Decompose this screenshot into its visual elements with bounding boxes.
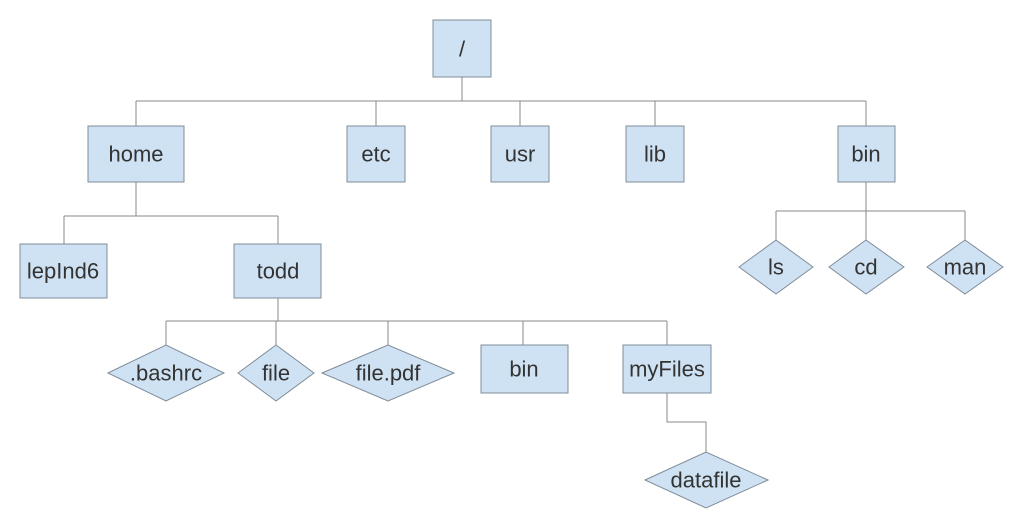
folder-bin-top-label: bin (851, 142, 880, 167)
folder-root[interactable]: / (432, 19, 492, 78)
file-man-label: man (944, 255, 987, 280)
folder-usr-label: usr (505, 142, 536, 167)
connector-myfiles (666, 393, 707, 452)
folder-lepind6-label: lepInd6 (27, 259, 99, 284)
connectors (63, 77, 966, 452)
folder-root-label: / (459, 37, 466, 62)
file-cd[interactable]: cd (828, 239, 905, 295)
folder-home-label: home (108, 142, 163, 167)
file-ls[interactable]: ls (738, 239, 814, 295)
file-filepdf-label: file.pdf (356, 361, 422, 386)
connector-bin (775, 182, 966, 240)
file-filepdf[interactable]: file.pdf (320, 344, 456, 402)
connector-root (135, 77, 867, 126)
folder-bin-top[interactable]: bin (837, 125, 896, 183)
file-datafile[interactable]: datafile (643, 451, 770, 509)
file-ls-label: ls (768, 255, 784, 280)
folder-lib[interactable]: lib (625, 125, 685, 183)
connector-todd (165, 298, 668, 345)
connector-home (63, 182, 279, 244)
folder-lepind6[interactable]: lepInd6 (19, 243, 108, 299)
file-bashrc-label: .bashrc (130, 361, 202, 386)
folder-todd-label: todd (257, 259, 300, 284)
file-file-label: file (262, 361, 290, 386)
folder-bin-todd-label: bin (509, 357, 538, 382)
folder-todd[interactable]: todd (233, 243, 322, 299)
folder-lib-label: lib (644, 142, 666, 167)
file-file[interactable]: file (237, 344, 315, 402)
folder-usr[interactable]: usr (490, 125, 550, 183)
folder-bin-todd[interactable]: bin (480, 344, 569, 394)
folder-etc-label: etc (361, 142, 390, 167)
folder-myfiles-label: myFiles (629, 357, 705, 382)
folder-etc[interactable]: etc (346, 125, 406, 183)
file-datafile-label: datafile (671, 468, 742, 493)
folder-home[interactable]: home (87, 125, 185, 183)
file-cd-label: cd (854, 255, 877, 280)
folder-myfiles[interactable]: myFiles (622, 344, 712, 394)
file-bashrc[interactable]: .bashrc (106, 344, 226, 402)
file-man[interactable]: man (926, 239, 1004, 295)
